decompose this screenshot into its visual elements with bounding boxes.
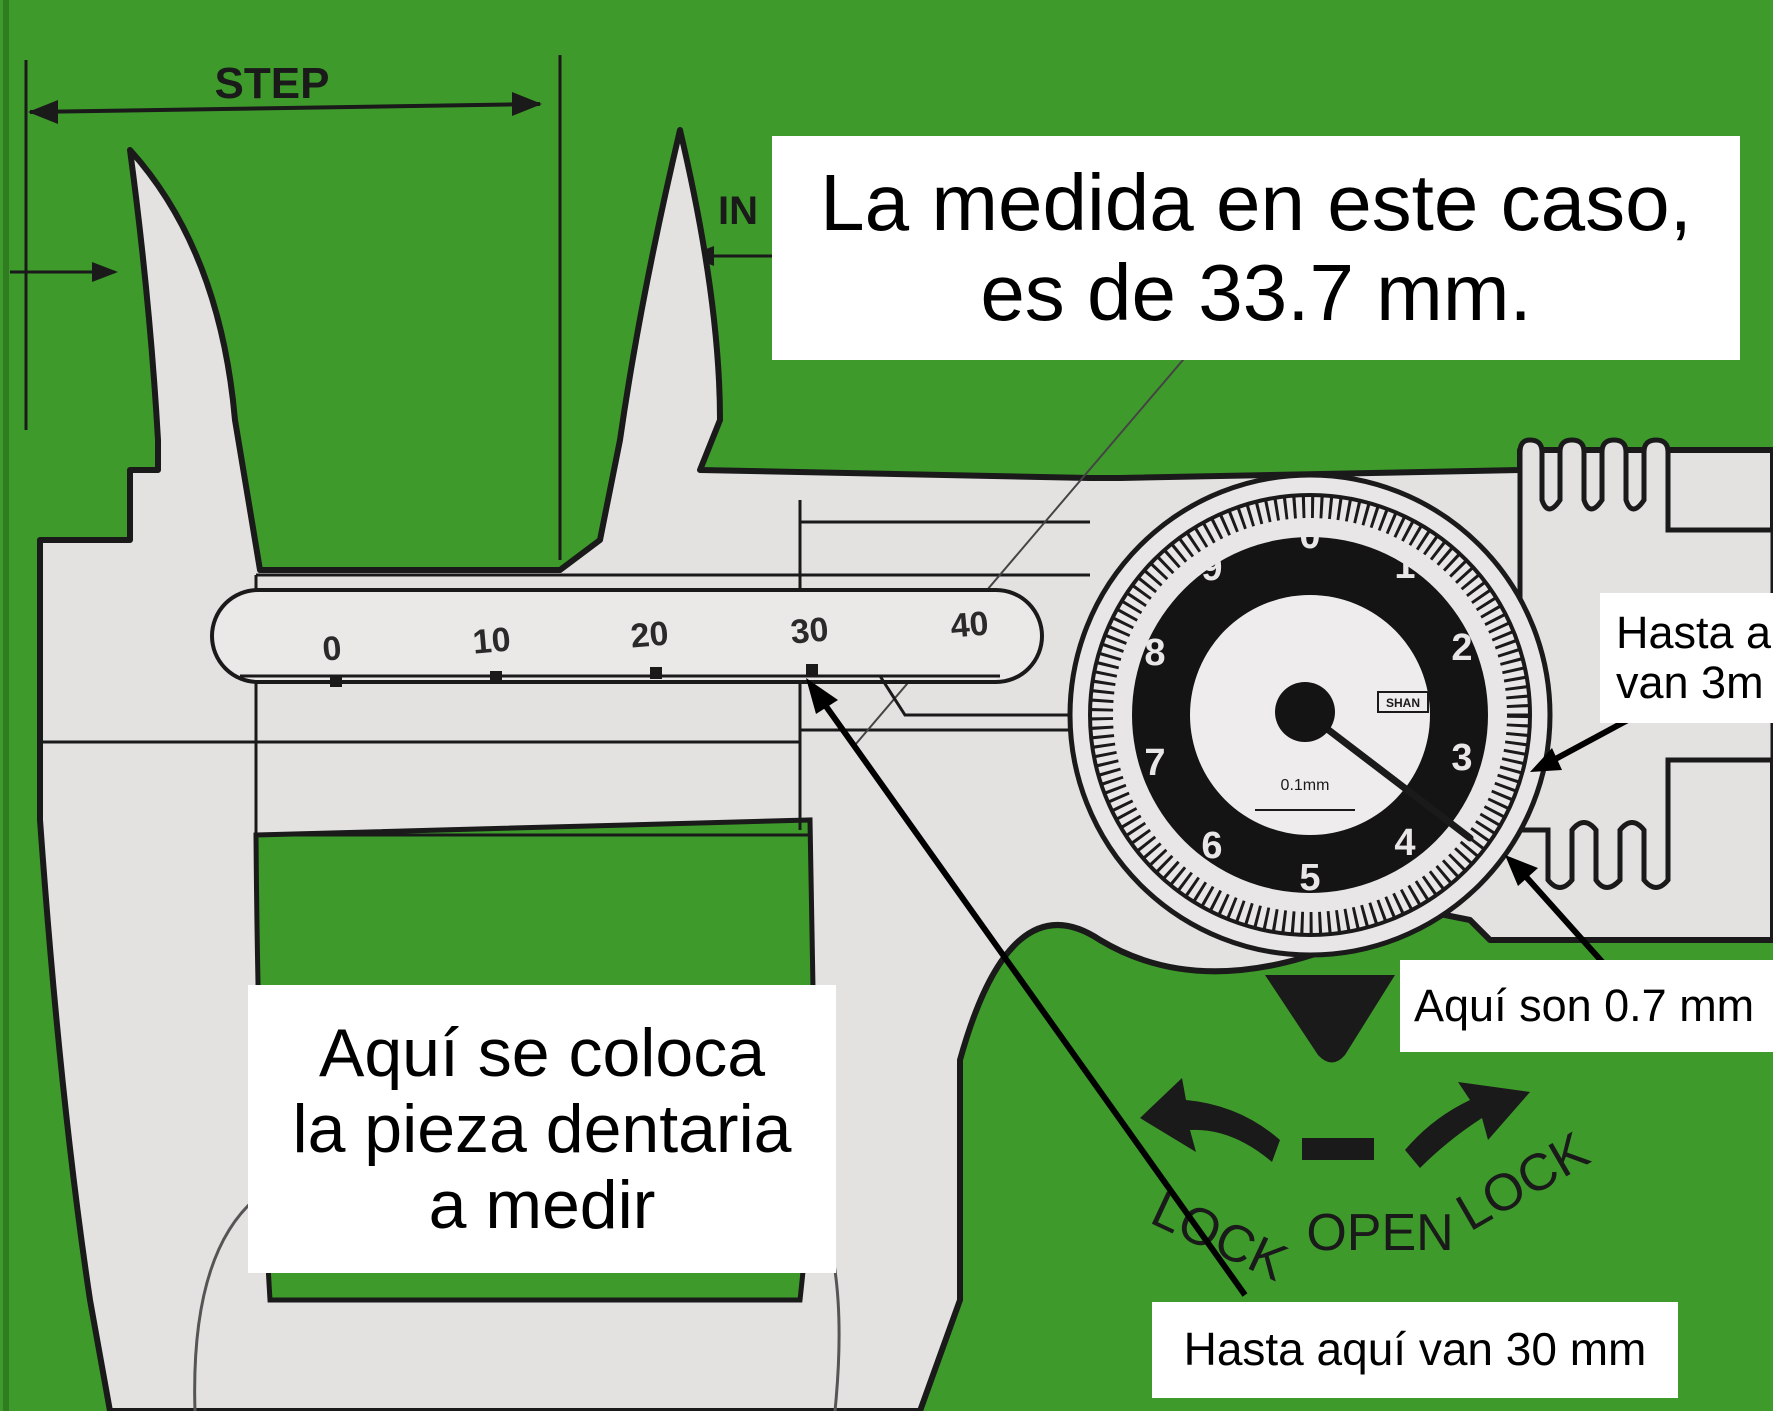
inside-label: IN xyxy=(718,189,758,233)
arrow-07mm xyxy=(1517,867,1608,968)
dial-numbers: 0 1 2 3 4 5 6 7 8 9 xyxy=(1144,515,1472,899)
arrow-right-icon xyxy=(1405,1082,1530,1168)
scale-ticks xyxy=(330,664,818,687)
scale-label-30: 30 xyxy=(789,610,830,651)
dial-number-5: 5 xyxy=(1299,857,1320,899)
arrow-07mm-head xyxy=(1505,855,1538,886)
measurement-callout: La medida en este caso, es de 33.7 mm. xyxy=(772,136,1740,360)
placement-callout: Aquí se coloca la pieza dentaria a medir xyxy=(248,985,836,1273)
scale-label-20: 20 xyxy=(629,614,670,655)
measurement-line-1: La medida en este caso, xyxy=(820,158,1692,248)
dial-number-3: 3 xyxy=(1451,737,1472,779)
dial-needle xyxy=(1301,708,1474,842)
scale-label-40: 40 xyxy=(949,604,990,645)
scale-labels: 0 10 20 30 40 xyxy=(321,604,990,668)
dial-whole-callout: Hasta a van 3m xyxy=(1600,593,1773,723)
scale-tick-10 xyxy=(490,671,502,683)
dial-number-7: 7 xyxy=(1144,742,1165,784)
scale-window xyxy=(210,588,1044,684)
main-scale-callout: Hasta aquí van 30 mm xyxy=(1152,1302,1678,1398)
arrow-30mm-head xyxy=(806,678,838,714)
scale-tick-20 xyxy=(650,667,662,679)
dial-unit-label: 0.1mm xyxy=(1281,777,1330,794)
dial-number-2: 2 xyxy=(1451,627,1472,669)
fixed-jaw-detail xyxy=(193,1193,261,1411)
step-label: STEP xyxy=(215,59,330,108)
main-scale-text: Hasta aquí van 30 mm xyxy=(1183,1323,1647,1376)
arrow-30mm xyxy=(815,693,1248,1297)
open-dash xyxy=(1302,1138,1374,1160)
measurement-line-2: es de 33.7 mm. xyxy=(980,248,1532,337)
inner-arrow-left xyxy=(92,262,118,282)
dial-number-9: 9 xyxy=(1201,547,1222,589)
placement-line-2: la pieza dentaria xyxy=(292,1090,792,1167)
dial-number-0: 0 xyxy=(1299,515,1320,557)
dial-brand-text: SHAN xyxy=(1386,696,1420,710)
dial-graduations xyxy=(1091,496,1529,934)
dial-number-6: 6 xyxy=(1201,825,1222,867)
slider-notch xyxy=(878,675,1090,717)
placement-line-3: a medir xyxy=(428,1167,656,1244)
dial-whole-line-1: Hasta a xyxy=(1616,606,1772,658)
scale-tick-0 xyxy=(330,675,342,687)
dial-hub xyxy=(1275,682,1335,742)
placement-line-1: Aquí se coloca xyxy=(318,1014,766,1091)
scale-label-10: 10 xyxy=(471,620,512,661)
dial-whole-line-2: van 3m xyxy=(1616,657,1764,708)
dial-fraction-text: Aquí son 0.7 mm xyxy=(1414,979,1755,1031)
dial-outer-ring xyxy=(1088,493,1532,937)
scale-label-0: 0 xyxy=(321,629,343,669)
step-dimension-line xyxy=(29,102,541,114)
dial-brand-badge xyxy=(1377,691,1429,713)
lock-screw xyxy=(1265,975,1395,1063)
dial-fraction-callout: Aquí son 0.7 mm xyxy=(1400,960,1773,1052)
arrow-left-icon xyxy=(1140,1078,1280,1162)
open-label: OPEN xyxy=(1306,1204,1453,1262)
step-arrow-right xyxy=(512,92,542,116)
scale-tick-30 xyxy=(806,664,818,676)
dial-number-8: 8 xyxy=(1144,632,1165,674)
dial-number-4: 4 xyxy=(1394,822,1415,864)
step-arrow-left xyxy=(28,100,58,124)
dial-number-1: 1 xyxy=(1394,545,1415,587)
arrow-3mm-head xyxy=(1530,748,1562,772)
